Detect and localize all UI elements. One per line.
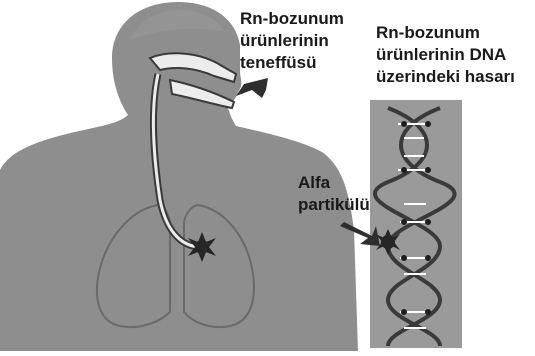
dna-damage-label-line1: Rn-bozunum	[376, 22, 515, 44]
inhalation-label-line3: teneffüsü	[240, 52, 344, 74]
dna-damage-label: Rn-bozunum ürünlerinin DNA üzerindeki ha…	[376, 22, 515, 88]
alpha-particle-label-line2: partikülü	[298, 194, 370, 216]
dna-damage-label-line2: ürünlerinin DNA	[376, 44, 515, 66]
alpha-particle-label: Alfa partikülü	[298, 172, 370, 216]
inhalation-label: Rn-bozunum ürünlerinin teneffüsü	[240, 8, 344, 74]
dna-damage-label-line3: üzerindeki hasarı	[376, 66, 515, 88]
alpha-particle-label-line1: Alfa	[298, 172, 370, 194]
inhalation-label-line1: Rn-bozunum	[240, 8, 344, 30]
inhalation-label-line2: ürünlerinin	[240, 30, 344, 52]
dna-panel	[370, 100, 462, 348]
